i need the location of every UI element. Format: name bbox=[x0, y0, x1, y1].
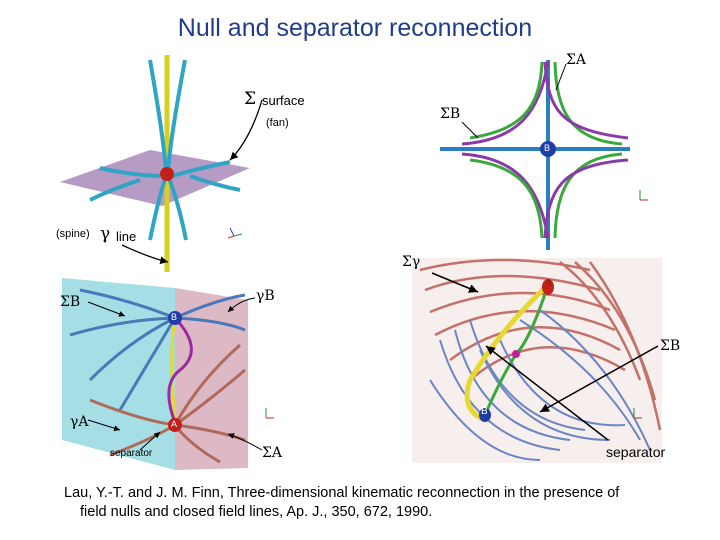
sigma-a-label-c: ΣA bbox=[262, 445, 283, 461]
node-b-c-label: B bbox=[171, 312, 178, 322]
separator-label-d: separator bbox=[606, 444, 666, 460]
sigma-b-label-c: ΣB bbox=[60, 294, 81, 310]
panel-b-cross-section bbox=[440, 60, 648, 250]
gamma-line bbox=[167, 316, 193, 426]
panel-d-separator bbox=[464, 283, 550, 423]
node-a-c-label: A bbox=[171, 419, 178, 429]
null-point bbox=[160, 167, 174, 181]
citation-line-2: field nulls and closed field lines, Ap. … bbox=[80, 504, 433, 520]
red-field-lines bbox=[89, 343, 246, 464]
gamma-symbol: γ bbox=[100, 224, 111, 244]
panel-a-field-lines bbox=[89, 59, 241, 241]
page-title: Null and separator reconnection bbox=[177, 14, 533, 42]
fan-label: (fan) bbox=[266, 117, 289, 129]
sigma-a-leader bbox=[555, 63, 567, 91]
line-arrow bbox=[121, 244, 169, 265]
sigma-b-label-b: ΣB bbox=[440, 106, 461, 122]
purple-field-lines bbox=[461, 61, 550, 239]
line-label: line bbox=[116, 229, 137, 244]
panel-a-axis bbox=[229, 227, 235, 237]
node-a-d-label: A bbox=[546, 278, 553, 288]
node-b-d-label: B bbox=[481, 406, 488, 417]
sigma-b-leader bbox=[461, 121, 479, 139]
gamma-a-label: γA bbox=[70, 414, 89, 430]
node-b-circle bbox=[540, 141, 556, 157]
panel-a-null-diagram bbox=[60, 55, 263, 272]
node-a-c-circle bbox=[168, 418, 182, 432]
citation-line-1: Lau, Y.-T. and J. M. Finn, Three-dimensi… bbox=[64, 485, 620, 501]
sigma-gamma-label: Σγ bbox=[402, 254, 421, 270]
sigma-b-plane bbox=[62, 278, 175, 470]
panel-c-box-diagram bbox=[62, 278, 274, 470]
sigma-symbol: Σ bbox=[244, 89, 257, 109]
gamma-b-label: γB bbox=[256, 288, 275, 304]
panel-d-3d-diagram bbox=[412, 258, 662, 463]
node-b-label: B bbox=[544, 143, 551, 153]
citation: Lau, Y.-T. and J. M. Finn, Three-dimensi… bbox=[64, 484, 704, 522]
blue-field-lines bbox=[69, 288, 246, 411]
fan-surface bbox=[60, 150, 250, 206]
panel-c-separator bbox=[170, 317, 178, 426]
node-b-c-circle bbox=[168, 311, 182, 325]
node-a-d bbox=[542, 279, 554, 295]
node-b-d bbox=[479, 408, 491, 422]
spine-label: (spine) bbox=[56, 228, 90, 240]
separator-label-c: separator bbox=[110, 448, 153, 459]
sigma-a-plane bbox=[175, 288, 248, 470]
surface-arrow bbox=[229, 99, 263, 161]
sigma-a-label-b: ΣA bbox=[566, 52, 587, 68]
sigma-b-label-d: ΣB bbox=[660, 338, 681, 354]
surface-label: surface bbox=[262, 93, 305, 108]
